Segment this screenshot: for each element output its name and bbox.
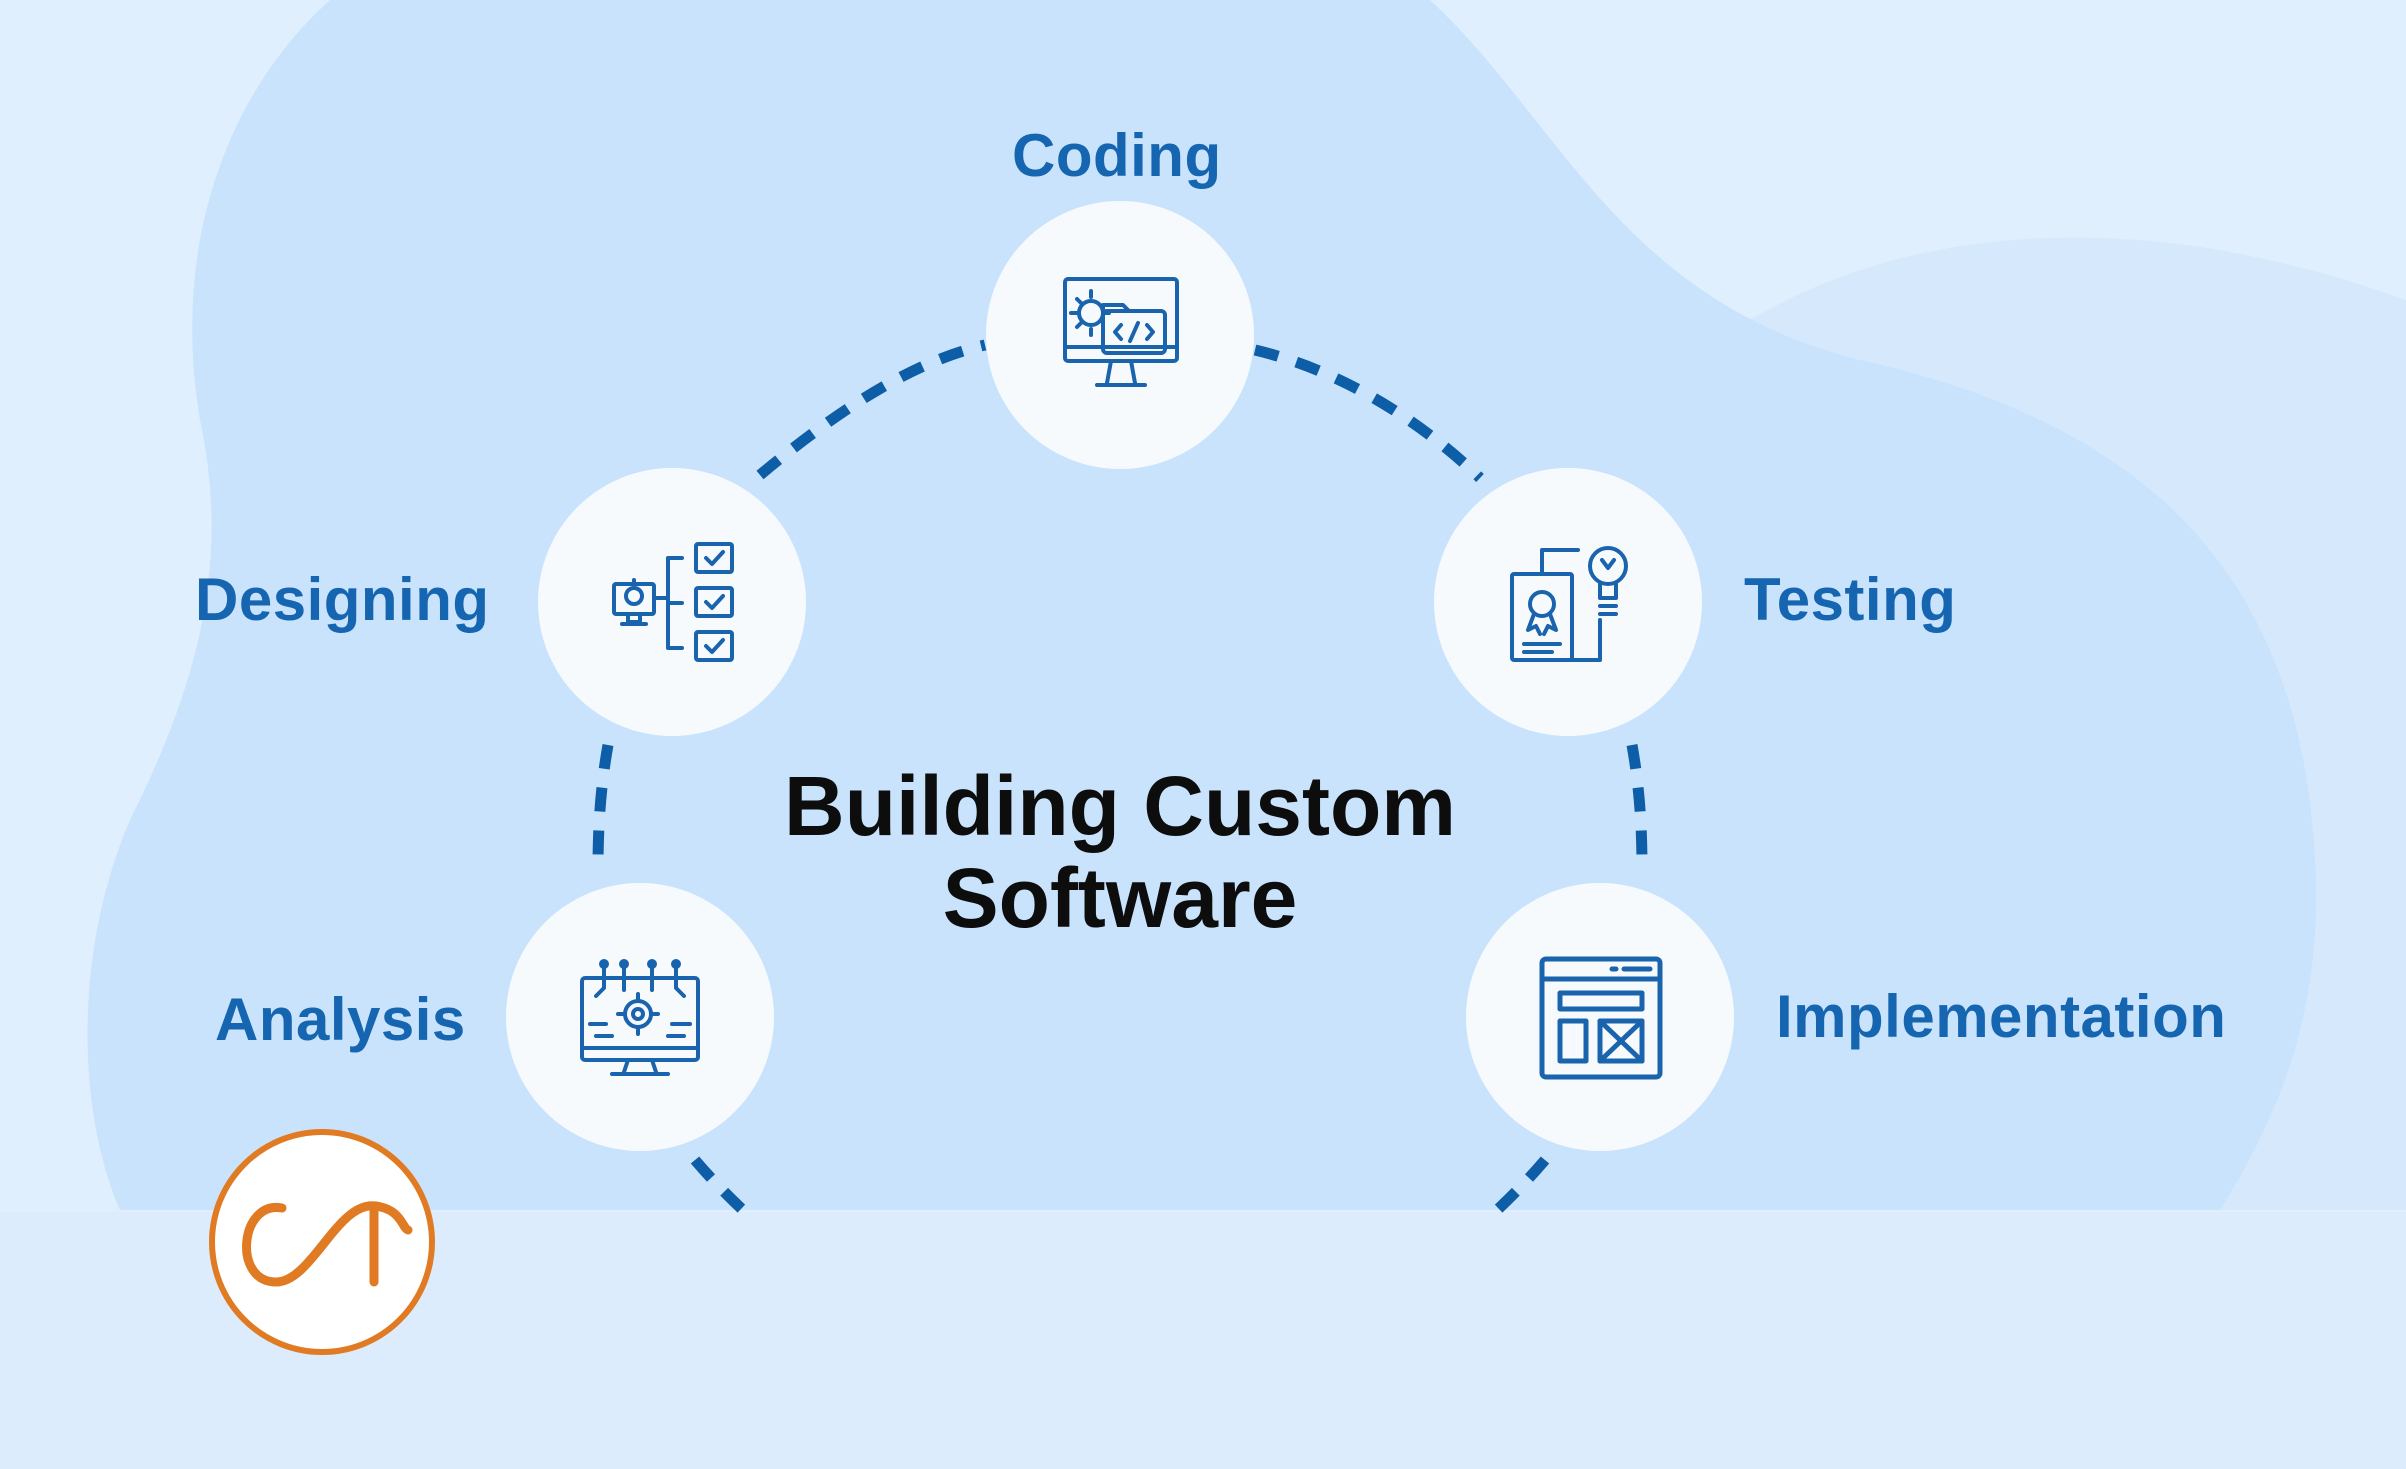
center-title-line-2: Software	[942, 851, 1298, 945]
center-title-line-1: Building Custom	[784, 759, 1456, 853]
stage-label-implementation: Implementation	[1776, 983, 2227, 1050]
flowchart-checklist-icon	[612, 542, 734, 662]
certificate-lightbulb-icon	[1510, 546, 1628, 662]
connector-implementation-bottom	[1491, 1156, 1550, 1217]
connector-designing-analysis	[592, 744, 614, 871]
connector-coding-testing	[1253, 344, 1484, 482]
cycle-connectors	[592, 339, 1648, 1217]
node-implementation	[1466, 883, 1734, 1151]
stage-label-designing: Designing	[195, 566, 490, 633]
stage-label-coding: Coding	[1012, 122, 1222, 189]
monitor-code-gear-icon	[1063, 277, 1179, 387]
browser-layout-icon	[1539, 956, 1663, 1080]
connector-designing-coding	[756, 339, 987, 480]
center-title: Building Custom Software	[655, 760, 1585, 944]
connector-analysis-bottom	[690, 1156, 749, 1217]
monitor-circuit-gear-icon	[580, 959, 700, 1076]
connector-testing-implementation	[1626, 744, 1648, 871]
stage-label-testing: Testing	[1744, 566, 1957, 633]
node-testing	[1434, 468, 1702, 736]
stage-label-analysis: Analysis	[215, 986, 466, 1053]
ct-logo	[209, 1129, 435, 1355]
